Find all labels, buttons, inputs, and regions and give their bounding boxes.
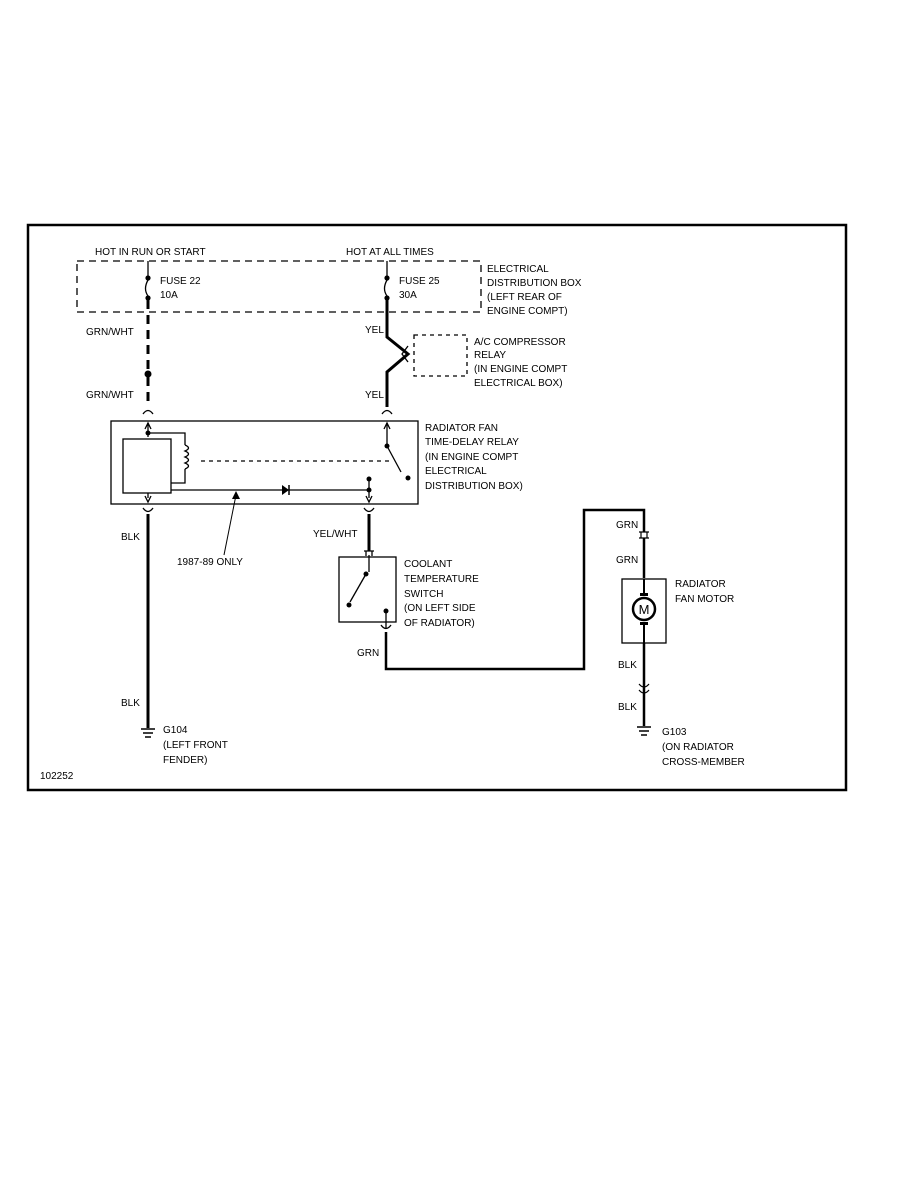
connector-relay-right-bottom <box>363 507 375 513</box>
svg-text:COOLANT: COOLANT <box>404 559 452 570</box>
wire-label-blk-motor-2: BLK <box>618 702 637 713</box>
wire-label-grn-switch: GRN <box>357 648 379 659</box>
note-arrow-icon <box>232 491 240 499</box>
svg-text:FAN MOTOR: FAN MOTOR <box>675 594 734 605</box>
fuse-25: FUSE 25 30A <box>383 261 440 301</box>
connector-switch-top <box>364 550 374 556</box>
fan-relay-label: RADIATOR FAN TIME-DELAY RELAY (IN ENGINE… <box>425 423 523 492</box>
header-all-times: HOT AT ALL TIMES <box>346 247 434 258</box>
svg-text:30A: 30A <box>399 290 417 301</box>
wire-label-grn-wht-2: GRN/WHT <box>86 390 134 401</box>
coolant-switch-contact <box>346 555 389 628</box>
wire-label-yel-wht: YEL/WHT <box>313 529 357 540</box>
wire-label-blk-2: BLK <box>121 698 140 709</box>
svg-text:ELECTRICAL BOX): ELECTRICAL BOX) <box>474 378 563 389</box>
connector-switch-bottom <box>380 624 392 630</box>
svg-text:(ON LEFT SIDE: (ON LEFT SIDE <box>404 603 476 614</box>
diagram-frame <box>26 223 848 792</box>
svg-text:(IN ENGINE COMPT: (IN ENGINE COMPT <box>474 364 567 375</box>
coolant-switch-label: COOLANT TEMPERATURE SWITCH (ON LEFT SIDE… <box>404 559 479 629</box>
svg-text:FUSE 25: FUSE 25 <box>399 276 440 287</box>
svg-text:FENDER): FENDER) <box>163 755 207 766</box>
ground-g103-icon <box>637 726 651 736</box>
ac-compressor-relay-outline <box>413 334 468 377</box>
svg-text:FUSE 22: FUSE 22 <box>160 276 201 287</box>
svg-text:RELAY: RELAY <box>474 350 506 361</box>
svg-text:TIME-DELAY RELAY: TIME-DELAY RELAY <box>425 437 519 448</box>
wire-grn <box>384 508 646 671</box>
relay-switch-contact <box>383 421 411 481</box>
connector-relay-right-top <box>381 409 393 415</box>
svg-text:RADIATOR FAN: RADIATOR FAN <box>425 423 498 434</box>
coolant-switch-box <box>338 556 397 623</box>
ground-g104-label: G104 (LEFT FRONT FENDER) <box>163 725 228 766</box>
note-leader-line <box>223 494 237 556</box>
relay-coil-circuit <box>122 421 391 504</box>
svg-text:ELECTRICAL: ELECTRICAL <box>487 264 549 275</box>
svg-text:ELECTRICAL: ELECTRICAL <box>425 466 487 477</box>
wire-yel <box>385 300 411 407</box>
wire-label-blk-motor-1: BLK <box>618 660 637 671</box>
diagram-id: 102252 <box>40 771 74 782</box>
connector-relay-left-bottom <box>142 507 154 513</box>
wire-label-yel-2: YEL <box>365 390 384 401</box>
motor-icon: M <box>631 579 657 643</box>
svg-text:CROSS-MEMBER: CROSS-MEMBER <box>662 757 745 768</box>
note-1987-89: 1987-89 ONLY <box>177 557 243 568</box>
svg-text:SWITCH: SWITCH <box>404 589 443 600</box>
svg-text:(IN ENGINE COMPT: (IN ENGINE COMPT <box>425 452 518 463</box>
svg-text:(LEFT REAR OF: (LEFT REAR OF <box>487 292 562 303</box>
connector-motor-bottom <box>638 683 650 694</box>
svg-text:RADIATOR: RADIATOR <box>675 579 726 590</box>
fuse-22: FUSE 22 10A <box>144 261 201 301</box>
wire-label-grn-motor-2: GRN <box>616 555 638 566</box>
svg-text:10A: 10A <box>160 290 178 301</box>
splice-grn-wht <box>144 370 152 378</box>
header-run-start: HOT IN RUN OR START <box>95 247 206 258</box>
wire-label-blk-1: BLK <box>121 532 140 543</box>
svg-text:TEMPERATURE: TEMPERATURE <box>404 574 479 585</box>
svg-text:OF RADIATOR): OF RADIATOR) <box>404 618 475 629</box>
distribution-box-label: ELECTRICAL DISTRIBUTION BOX (LEFT REAR O… <box>487 264 582 317</box>
wire-label-grn-motor-1: GRN <box>616 520 638 531</box>
svg-text:G103: G103 <box>662 727 687 738</box>
svg-text:A/C COMPRESSOR: A/C COMPRESSOR <box>474 337 566 348</box>
wire-label-yel-1: YEL <box>365 325 384 336</box>
relay-diode-icon <box>282 485 290 495</box>
connector-relay-left-top <box>142 409 154 415</box>
ac-relay-contact <box>401 345 409 363</box>
fan-relay-box <box>110 420 419 505</box>
ground-g103-label: G103 (ON RADIATOR CROSS-MEMBER <box>662 727 745 768</box>
wire-label-grn-wht-1: GRN/WHT <box>86 327 134 338</box>
fan-motor-label: RADIATOR FAN MOTOR <box>675 579 734 605</box>
relay-right-terminal <box>365 476 373 504</box>
svg-text:M: M <box>639 602 650 617</box>
ac-compressor-relay-label: A/C COMPRESSOR RELAY (IN ENGINE COMPT EL… <box>474 337 567 389</box>
svg-text:(LEFT FRONT: (LEFT FRONT <box>163 740 228 751</box>
ground-g104-icon <box>141 728 155 738</box>
svg-text:DISTRIBUTION BOX): DISTRIBUTION BOX) <box>425 481 523 492</box>
svg-text:ENGINE COMPT): ENGINE COMPT) <box>487 306 568 317</box>
svg-text:(ON RADIATOR: (ON RADIATOR <box>662 742 734 753</box>
svg-text:G104: G104 <box>163 725 188 736</box>
svg-text:DISTRIBUTION BOX: DISTRIBUTION BOX <box>487 278 582 289</box>
